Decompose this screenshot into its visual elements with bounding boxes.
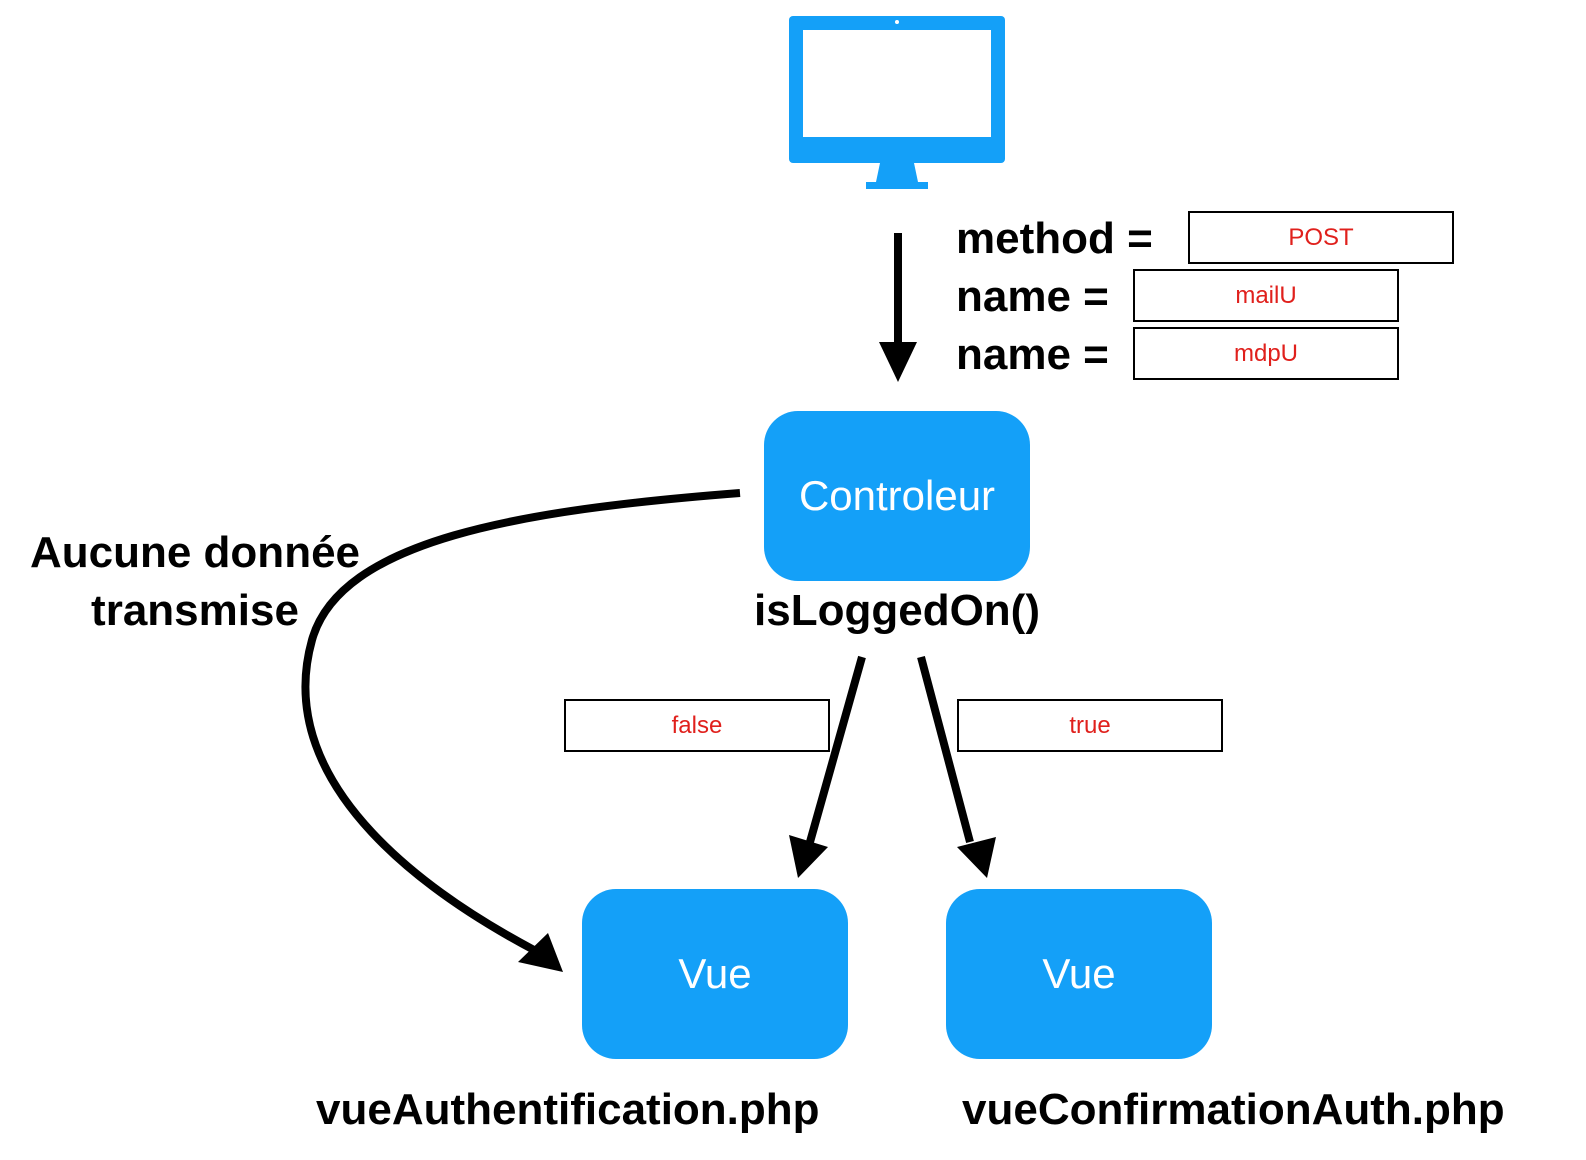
view-label: Vue — [678, 950, 752, 997]
no-data-line2: transmise — [91, 586, 299, 635]
controller-label: Controleur — [798, 472, 996, 519]
view-node-confirmation: Vue — [946, 889, 1212, 1059]
true-branch-box: true — [957, 699, 1223, 752]
method-value-box: POST — [1188, 211, 1454, 264]
true-branch-arrow — [917, 655, 974, 844]
monitor-icon — [789, 16, 1005, 189]
mdp-value: mdpU — [1233, 339, 1299, 367]
no-data-arrow — [301, 489, 741, 954]
false-branch-box: false — [564, 699, 830, 752]
no-data-line1: Aucune donnée — [29, 528, 361, 577]
mail-value: mailU — [1235, 281, 1297, 309]
method-value: POST — [1288, 223, 1354, 251]
mail-value-box: mailU — [1133, 269, 1399, 322]
name-mdp-label: name = — [956, 330, 1109, 379]
controller-function: isLoggedOn() — [754, 586, 1040, 635]
view-label: Vue — [1042, 950, 1116, 997]
no-data-note: Aucune donnée transmise — [10, 524, 380, 640]
mdp-value-box: mdpU — [1133, 327, 1399, 380]
false-branch-arrow — [806, 655, 866, 844]
method-label: method = — [956, 214, 1153, 263]
false-branch-label: false — [671, 711, 723, 739]
controller-node: Controleur — [764, 411, 1030, 581]
true-branch-label: true — [1069, 711, 1111, 739]
view-node-authentification: Vue — [582, 889, 848, 1059]
name-mail-label: name = — [956, 272, 1109, 321]
view-file-authentification: vueAuthentification.php — [316, 1085, 820, 1134]
view-file-confirmation: vueConfirmationAuth.php — [962, 1085, 1505, 1134]
